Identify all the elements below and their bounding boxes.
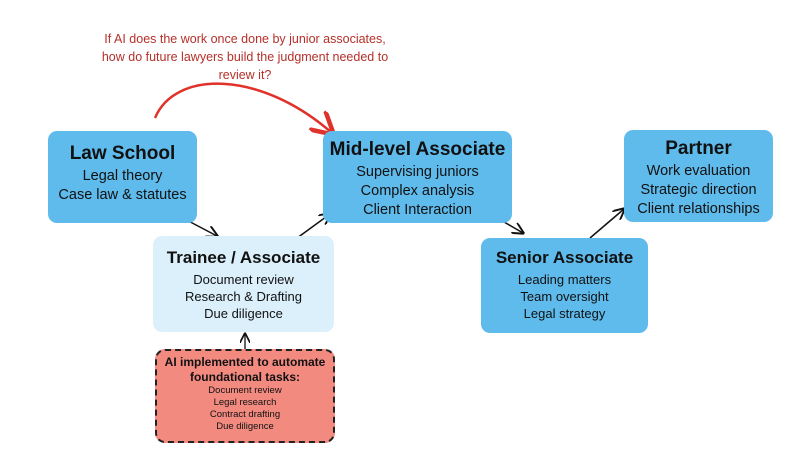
stage-title: Partner bbox=[665, 138, 732, 159]
ai-task: Due diligence bbox=[216, 421, 274, 432]
ai-task: Legal research bbox=[213, 397, 277, 408]
ai-task: Contract drafting bbox=[209, 409, 281, 420]
stage-partner: Partner Work evaluation Strategic direct… bbox=[624, 130, 773, 222]
stage-item: Client Interaction bbox=[363, 202, 472, 218]
stage-item: Due diligence bbox=[204, 306, 283, 321]
stage-title: Senior Associate bbox=[495, 248, 634, 267]
ai-box-title: AI implemented to automate foundational … bbox=[164, 355, 326, 384]
stage-item: Complex analysis bbox=[360, 183, 475, 199]
stage-title: Trainee / Associate bbox=[166, 248, 321, 267]
ai-automation-box: AI implemented to automate foundational … bbox=[155, 349, 335, 443]
stage-trainee: Trainee / Associate Document review Rese… bbox=[153, 236, 334, 332]
stage-item: Document review bbox=[193, 272, 294, 287]
stage-title: Mid-level Associate bbox=[329, 139, 506, 160]
stage-item: Legal strategy bbox=[523, 306, 606, 321]
red-curved-arrow bbox=[153, 82, 332, 133]
stage-senior: Senior Associate Leading matters Team ov… bbox=[481, 238, 648, 333]
stage-item: Case law & statutes bbox=[58, 187, 187, 203]
ai-task: Document review bbox=[208, 385, 282, 396]
stage-item: Legal theory bbox=[82, 168, 163, 184]
stage-item: Supervising juniors bbox=[356, 164, 479, 180]
stage-item: Work evaluation bbox=[646, 163, 751, 179]
stage-item: Research & Drafting bbox=[184, 289, 303, 304]
stage-item: Team oversight bbox=[520, 289, 609, 304]
stage-mid-level: Mid-level Associate Supervising juniors … bbox=[323, 131, 512, 223]
stage-item: Strategic direction bbox=[640, 182, 757, 198]
stage-item: Client relationships bbox=[637, 201, 760, 217]
question-annotation: If AI does the work once done by junior … bbox=[101, 32, 389, 82]
stage-title: Law School bbox=[69, 143, 176, 164]
stage-law-school: Law School Legal theory Case law & statu… bbox=[48, 131, 197, 223]
stage-item: Leading matters bbox=[517, 272, 612, 287]
arrow-senior-to-partner bbox=[589, 209, 624, 239]
